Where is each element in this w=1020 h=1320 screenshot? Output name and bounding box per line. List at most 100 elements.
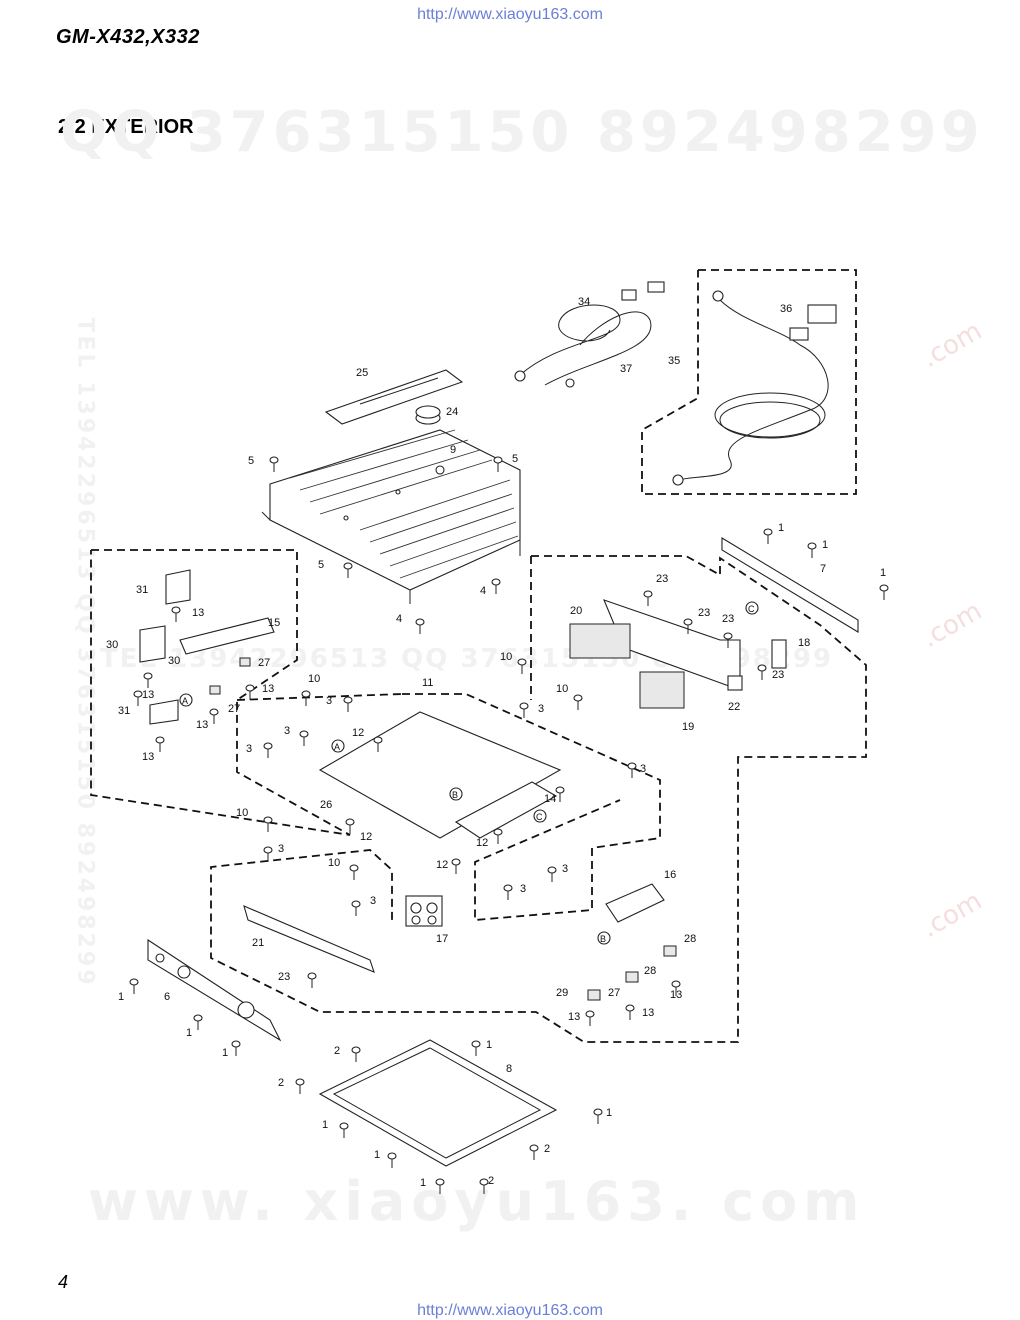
label-3f: 3	[278, 843, 284, 855]
rca-input-jack	[405, 895, 443, 927]
screw	[503, 884, 513, 900]
label-1b: 1	[186, 1027, 192, 1039]
rubber-foot	[415, 405, 441, 425]
screw	[585, 1010, 595, 1026]
screw	[555, 786, 565, 802]
terminal-blocks	[569, 599, 787, 709]
label-34: 34	[578, 296, 590, 308]
label-1h: 1	[606, 1107, 612, 1119]
label-23a: 23	[278, 971, 290, 983]
screw	[209, 708, 219, 724]
screw	[263, 742, 273, 758]
label-15: 15	[268, 617, 280, 629]
screw	[155, 736, 165, 752]
label-12c: 12	[476, 837, 488, 849]
label-30: 29	[556, 987, 568, 999]
label-29b: 28	[644, 965, 656, 977]
label-28: 27	[608, 987, 620, 999]
label-18: 18	[798, 637, 810, 649]
label-1g: 1	[486, 1039, 492, 1051]
label-20: 20	[570, 605, 582, 617]
label-12a: 12	[352, 727, 364, 739]
reference-marks: A A B B C C	[179, 601, 759, 945]
screw	[193, 1014, 203, 1030]
dashed-group-outlines	[90, 269, 867, 1043]
screw	[301, 690, 311, 706]
ref-c-1: C	[748, 604, 755, 614]
label-6: 6	[164, 991, 170, 1003]
label-5b: 5	[512, 453, 518, 465]
ref-c-2: C	[536, 812, 543, 822]
label-31b: 30	[168, 655, 180, 667]
speaker-terminal-16	[587, 883, 677, 1001]
heatsink-chassis	[261, 429, 521, 604]
label-37: 37	[620, 363, 632, 375]
label-1i: 1	[322, 1119, 328, 1131]
label-3c: 3	[246, 743, 252, 755]
label-3i: 3	[370, 895, 376, 907]
url-bottom: http://www.xiaoyu163.com	[417, 1302, 603, 1319]
screw	[339, 1122, 349, 1138]
label-2a: 2	[334, 1045, 340, 1057]
screw	[493, 828, 503, 844]
screw	[343, 562, 353, 578]
screw	[351, 1046, 361, 1062]
label-13e: 13	[142, 751, 154, 763]
screw	[519, 702, 529, 718]
ref-b-1: B	[452, 790, 458, 800]
label-1e: 1	[822, 539, 828, 551]
label-12b: 12	[360, 831, 372, 843]
main-board-group-outline	[402, 693, 661, 921]
label-4a: 4	[480, 585, 486, 597]
label-3d: 3	[538, 703, 544, 715]
label-11: 11	[422, 677, 433, 689]
board-link-outline	[236, 693, 403, 701]
label-2c: 2	[544, 1143, 550, 1155]
main-pcb	[318, 711, 562, 839]
front-panel-6	[147, 938, 282, 1042]
screw	[231, 1040, 241, 1056]
screw	[129, 978, 139, 994]
screw	[295, 1078, 305, 1094]
label-1a: 1	[118, 991, 124, 1003]
label-1k: 1	[420, 1177, 426, 1189]
label-1d: 1	[778, 522, 784, 534]
label-32a: 31	[136, 584, 148, 596]
label-21: 21	[252, 937, 264, 949]
screw	[343, 696, 353, 712]
screw	[529, 1144, 539, 1160]
label-29a: 28	[684, 933, 696, 945]
bottom-plate-8	[318, 1039, 558, 1167]
right-terminal-group-outline	[210, 555, 867, 1043]
label-5a: 5	[248, 455, 254, 467]
side-panel-7	[721, 537, 859, 633]
left-bracket-group-outline	[90, 549, 351, 836]
label-3g: 3	[562, 863, 568, 875]
label-13b: 13	[142, 689, 154, 701]
url-top: http://www.xiaoyu163.com	[417, 6, 603, 23]
label-23c: 23	[698, 607, 710, 619]
screw	[625, 1004, 635, 1020]
screw	[263, 816, 273, 832]
label-12d: 12	[436, 859, 448, 871]
left-bracket-parts	[139, 569, 275, 725]
inner-bracket-21	[243, 905, 375, 973]
label-13g: 13	[568, 1011, 580, 1023]
label-10e: 10	[328, 857, 340, 869]
top-cover	[324, 369, 464, 425]
label-10b: 10	[500, 651, 512, 663]
screw	[491, 578, 501, 594]
label-27a: 27	[258, 657, 270, 669]
label-8: 8	[506, 1063, 512, 1075]
screw	[245, 684, 255, 700]
label-25: 25	[356, 367, 368, 379]
screw	[517, 658, 527, 674]
label-14: 14	[544, 793, 556, 805]
cable-group-outline	[641, 269, 857, 495]
screw	[573, 694, 583, 710]
label-3e: 3	[640, 763, 646, 775]
screw	[547, 866, 557, 882]
label-3h: 3	[520, 883, 526, 895]
screw	[683, 618, 693, 634]
